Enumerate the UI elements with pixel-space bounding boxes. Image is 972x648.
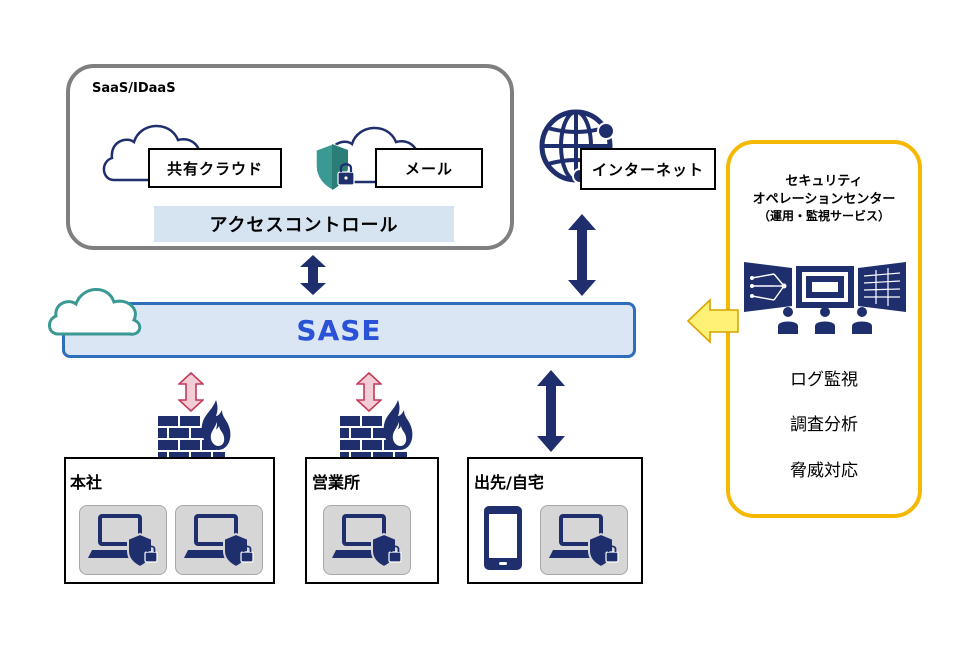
laptop-device (540, 505, 628, 575)
soc-title-line3: （運用・監視サービス） (757, 209, 890, 223)
soc-item-threat-response: 脅威対応 (790, 461, 858, 481)
access-control-label: アクセスコントロール (209, 215, 399, 236)
firewall-icon (340, 400, 413, 462)
double-arrow-saas-sase (300, 255, 326, 295)
access-control-bar: アクセスコントロール (154, 206, 454, 242)
cloud-icon (48, 288, 142, 336)
double-arrow-sase-hq (178, 372, 204, 412)
shared-cloud-label: 共有クラウド (166, 159, 263, 178)
site-remote-label: 出先/自宅 (474, 473, 544, 492)
internet-label-box: インターネット (580, 148, 716, 190)
sase-label: SASE (296, 313, 382, 347)
shared-cloud-label-box: 共有クラウド (148, 148, 282, 188)
double-arrow-sase-branch (356, 372, 382, 412)
laptop-device (323, 505, 411, 575)
smartphone-icon (484, 506, 522, 570)
laptop-shield-icon (549, 514, 619, 569)
mail-label-box: メール (375, 148, 483, 188)
internet-label: インターネット (591, 160, 704, 179)
laptop-shield-icon (332, 514, 402, 569)
firewall-icon (158, 400, 231, 462)
double-arrow-internet-sase (568, 214, 596, 296)
double-arrow-sase-remote (537, 370, 565, 452)
laptop-device (175, 505, 263, 575)
laptop-device (79, 505, 167, 575)
soc-item-log-monitoring: ログ監視 (790, 370, 858, 390)
site-branch-label: 営業所 (312, 473, 361, 492)
soc-item-investigation: 調査分析 (790, 415, 858, 435)
operations-center-icon (744, 262, 906, 334)
soc-title-line2: オペレーションセンター (752, 192, 896, 207)
laptop-shield-icon (184, 514, 254, 569)
laptop-shield-icon (88, 514, 158, 569)
mail-label: メール (404, 159, 453, 178)
saas-idaas-title: SaaS/IDaaS (92, 81, 176, 96)
sase-bar: SASE (62, 302, 636, 358)
shield-lock-icon (315, 143, 355, 191)
left-arrow-soc-to-sase (686, 298, 739, 344)
soc-title-line1: セキュリティ (785, 174, 863, 189)
site-hq-label: 本社 (70, 473, 103, 492)
